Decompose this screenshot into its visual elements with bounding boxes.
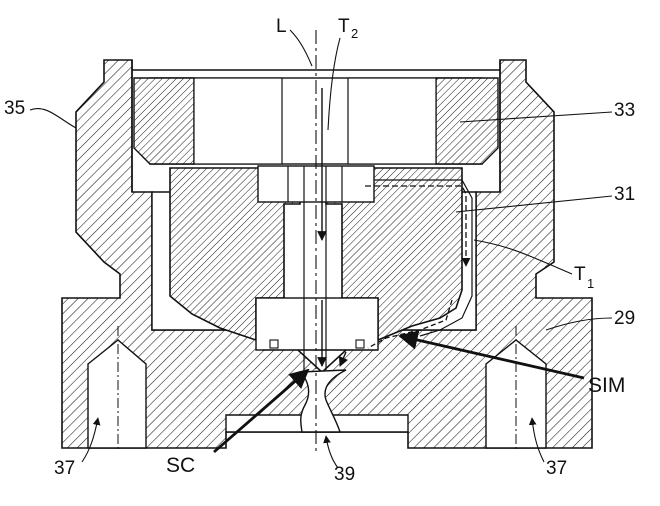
leader-35 (30, 109, 76, 128)
ring-33-inner-right (348, 78, 436, 164)
label-T2: T (338, 16, 350, 37)
small-square-right (356, 340, 364, 348)
label-L: L (276, 16, 287, 37)
ring-33-inner-left (194, 78, 282, 164)
label-35: 35 (4, 98, 25, 119)
left-bore-37 (88, 340, 146, 448)
label-T1: T (574, 264, 586, 285)
label-SC: SC (166, 454, 195, 477)
label-T1-sub: 1 (587, 276, 594, 291)
label-29: 29 (614, 308, 635, 329)
ring-33-left-hatch (134, 78, 194, 164)
label-37-left: 37 (54, 458, 75, 479)
small-square-left (270, 340, 278, 348)
label-33: 33 (614, 100, 635, 121)
label-SIM: SIM (588, 374, 625, 397)
label-31: 31 (614, 184, 635, 205)
label-T2-sub: 2 (351, 26, 358, 41)
leader-L (290, 30, 312, 66)
label-37-right: 37 (546, 458, 567, 479)
